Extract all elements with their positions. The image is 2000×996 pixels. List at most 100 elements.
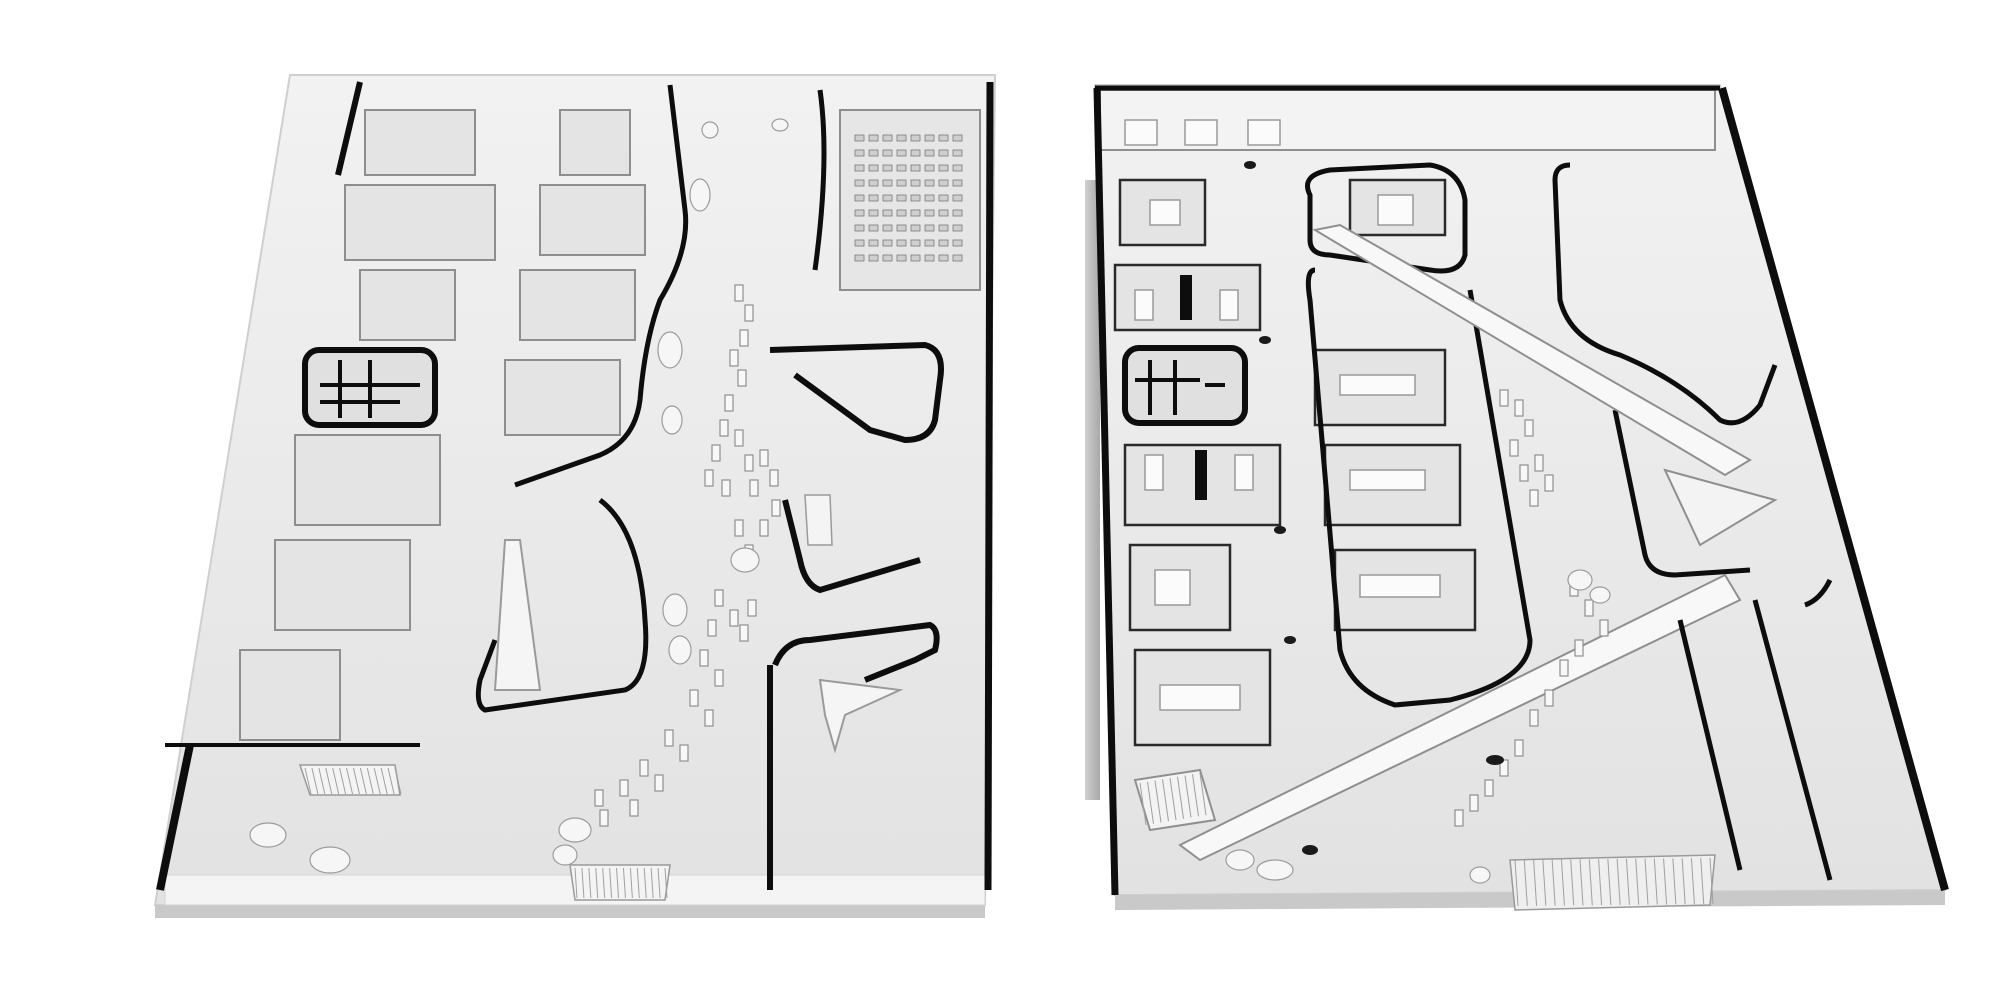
seat xyxy=(896,164,907,172)
pod xyxy=(1574,639,1584,657)
stair-step xyxy=(346,767,354,795)
left-room-1 xyxy=(364,109,476,176)
seat xyxy=(938,194,949,202)
pod xyxy=(689,689,699,707)
stair-step xyxy=(616,867,620,899)
seat xyxy=(952,194,963,202)
pod xyxy=(654,774,664,792)
pod xyxy=(744,454,754,472)
pod xyxy=(699,649,709,667)
stair-step xyxy=(318,767,326,795)
stair-step xyxy=(1177,776,1184,819)
stair-step xyxy=(304,767,312,795)
seat xyxy=(896,134,907,142)
pod xyxy=(704,469,714,487)
seat xyxy=(854,209,865,217)
seat xyxy=(882,149,893,157)
stair-step xyxy=(1551,859,1556,906)
seat xyxy=(924,179,935,187)
stair-step xyxy=(643,867,647,899)
stair-step xyxy=(380,767,388,795)
stair-step xyxy=(1154,780,1162,823)
stair-step xyxy=(650,867,654,899)
left-outer-wall-lowleft xyxy=(156,744,194,891)
seat xyxy=(868,164,879,172)
seat xyxy=(868,179,879,187)
right-room-tables xyxy=(1134,194,1441,711)
pod xyxy=(1544,474,1554,492)
pebble xyxy=(309,846,351,874)
left-bird-sculpture xyxy=(818,678,904,754)
seat xyxy=(910,134,921,142)
pod xyxy=(747,599,757,617)
seat xyxy=(910,179,921,187)
pebble xyxy=(1589,586,1611,604)
seat xyxy=(882,194,893,202)
pod xyxy=(759,449,769,467)
seat xyxy=(924,239,935,247)
seat xyxy=(854,164,865,172)
left-curved-wall xyxy=(514,84,689,488)
left-room-6 xyxy=(274,539,411,631)
pod xyxy=(707,619,717,637)
stair-step xyxy=(1700,858,1705,905)
stair-step xyxy=(1147,781,1154,824)
seat xyxy=(868,194,879,202)
pebble-seat-icon xyxy=(249,118,789,874)
seat xyxy=(854,179,865,187)
left-room-11 xyxy=(504,359,621,436)
pod xyxy=(769,469,779,487)
pod xyxy=(771,499,781,517)
pod xyxy=(664,729,674,747)
seat xyxy=(938,224,949,232)
seat xyxy=(882,134,893,142)
stair-lines xyxy=(304,767,668,899)
seat xyxy=(854,149,865,157)
stair-step xyxy=(1542,859,1547,906)
right-outer-wall-left xyxy=(1093,87,1119,896)
pod xyxy=(749,479,759,497)
stair-step xyxy=(629,867,633,899)
corridor-pods xyxy=(594,284,781,827)
left-room-column xyxy=(239,109,496,741)
pod xyxy=(1509,439,1519,457)
seat xyxy=(910,149,921,157)
stair-step xyxy=(1588,859,1593,906)
pebble xyxy=(1469,866,1491,884)
stair-step xyxy=(595,867,599,899)
stair-step xyxy=(1709,857,1714,905)
pod xyxy=(744,304,754,322)
pod xyxy=(729,609,739,627)
pod xyxy=(734,519,744,537)
right-curved-loop xyxy=(1305,162,1468,274)
pod xyxy=(1519,464,1529,482)
pebble xyxy=(662,593,688,627)
stair-step xyxy=(1681,858,1686,905)
left-room-3 xyxy=(359,269,456,341)
pod xyxy=(1584,599,1594,617)
left-room-10 xyxy=(519,269,636,341)
pod xyxy=(594,789,604,807)
seat xyxy=(854,239,865,247)
stair-step xyxy=(1663,858,1668,905)
floor-plan-left xyxy=(153,74,997,918)
seat xyxy=(854,224,865,232)
pebble xyxy=(771,118,789,132)
pebble xyxy=(558,817,592,843)
pebble xyxy=(1567,569,1593,591)
pod xyxy=(679,744,689,762)
stair-step xyxy=(1199,772,1207,816)
pod xyxy=(1599,619,1609,637)
stair-step xyxy=(311,767,319,795)
stair-step xyxy=(1635,858,1640,905)
seat xyxy=(896,179,907,187)
left-room-8 xyxy=(559,109,631,176)
pebble xyxy=(1256,859,1294,881)
stair-step xyxy=(588,867,592,899)
stair-step xyxy=(1598,859,1603,906)
seat xyxy=(938,149,949,157)
seat xyxy=(938,179,949,187)
pod xyxy=(734,429,744,447)
pod xyxy=(721,479,731,497)
